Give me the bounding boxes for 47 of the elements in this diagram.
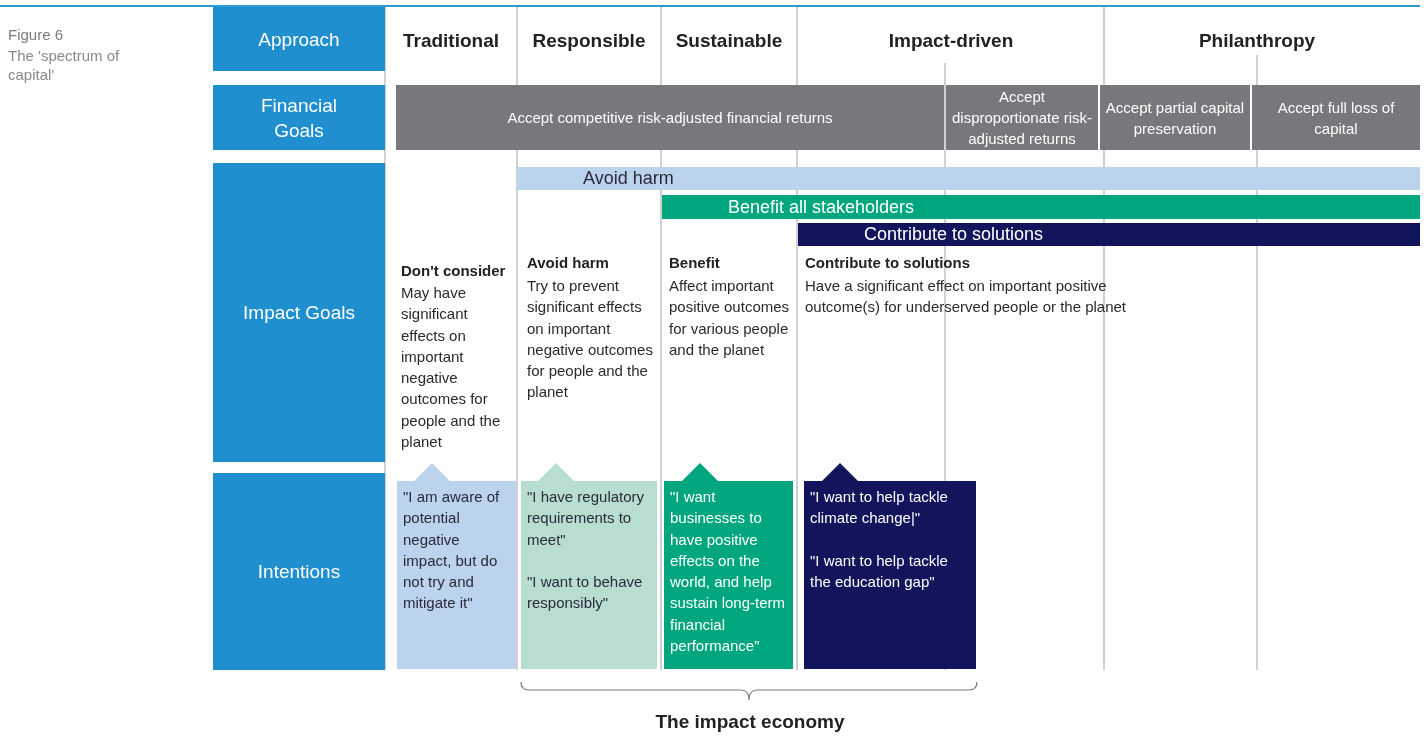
speech-bubble <box>397 463 516 669</box>
quote-text: "I have regulatory requirements to meet" <box>527 487 646 550</box>
speech-bubble <box>664 463 793 669</box>
row-header <box>213 473 385 670</box>
column-heading: Sustainable <box>674 30 784 52</box>
quote-text: "I want to help tackle the education gap" <box>810 550 949 592</box>
bar-text: Accept full loss of capital <box>1276 97 1396 139</box>
figure-caption: The 'spectrum of capital' <box>8 46 121 84</box>
financial-goal-bar <box>1100 85 1250 150</box>
bar-text: Accept disproportionate risk-adjusted returns <box>950 87 1094 149</box>
quote-text: "I am aware of potential negative impact, but do not try and mitigate it" <box>403 487 501 614</box>
impact-description: Try to prevent significant effects on important negative outcomes for people and the planet <box>527 276 654 403</box>
impact-heading: Benefit <box>669 254 721 271</box>
speech-bubble <box>521 463 657 669</box>
impact-heading: Don't consider <box>401 262 507 279</box>
bar-text: Benefit all stakeholders <box>728 196 916 219</box>
bar-text: Accept partial capital preservation <box>1104 97 1246 139</box>
impact-description: May have significant effects on important negative outcomes for people and the planet <box>401 283 502 453</box>
impact-description: Affect important positive outcomes for various people and the planet <box>669 276 791 360</box>
row-header-text: Financial Goals <box>259 93 338 143</box>
row-header <box>213 7 385 71</box>
impact-heading: Contribute to solutions <box>805 254 971 271</box>
column-heading: Responsible <box>531 30 647 52</box>
quote-text: "I want to help tackle climate change|" <box>810 487 949 529</box>
impact-goal-bar <box>662 195 1420 219</box>
row-header-text: Intentions <box>257 560 341 584</box>
bar-text: Avoid harm <box>583 167 675 190</box>
column-heading: Philanthropy <box>1197 30 1317 52</box>
impact-goal-bar <box>517 167 1420 190</box>
figure-number: Figure 6 <box>8 26 64 43</box>
row-header-text: Impact Goals <box>243 301 355 325</box>
speech-bubble <box>804 463 976 669</box>
impact-heading: Avoid harm <box>527 254 610 271</box>
financial-goal-bar <box>396 85 944 150</box>
impact-goal-bar <box>798 223 1420 246</box>
row-header <box>213 85 385 150</box>
column-heading: Impact-driven <box>887 30 1015 52</box>
row-header-text: Approach <box>258 27 340 52</box>
bar-text: Accept competitive risk-adjusted financial returns <box>507 108 833 128</box>
financial-goal-bar <box>1252 85 1420 150</box>
impact-description: Have a significant effect on important positive outcome(s) for underserved people or the planet <box>805 276 1128 318</box>
brace-label: The impact economy <box>654 711 846 733</box>
column-heading: Traditional <box>401 30 501 52</box>
quote-text: "I want businesses to have positive effects on the world, and help sustain long-term financial performance" <box>670 487 787 657</box>
bar-text: Contribute to solutions <box>864 223 1045 246</box>
row-header <box>213 163 385 462</box>
quote-text: "I want to behave responsibly" <box>527 571 644 614</box>
